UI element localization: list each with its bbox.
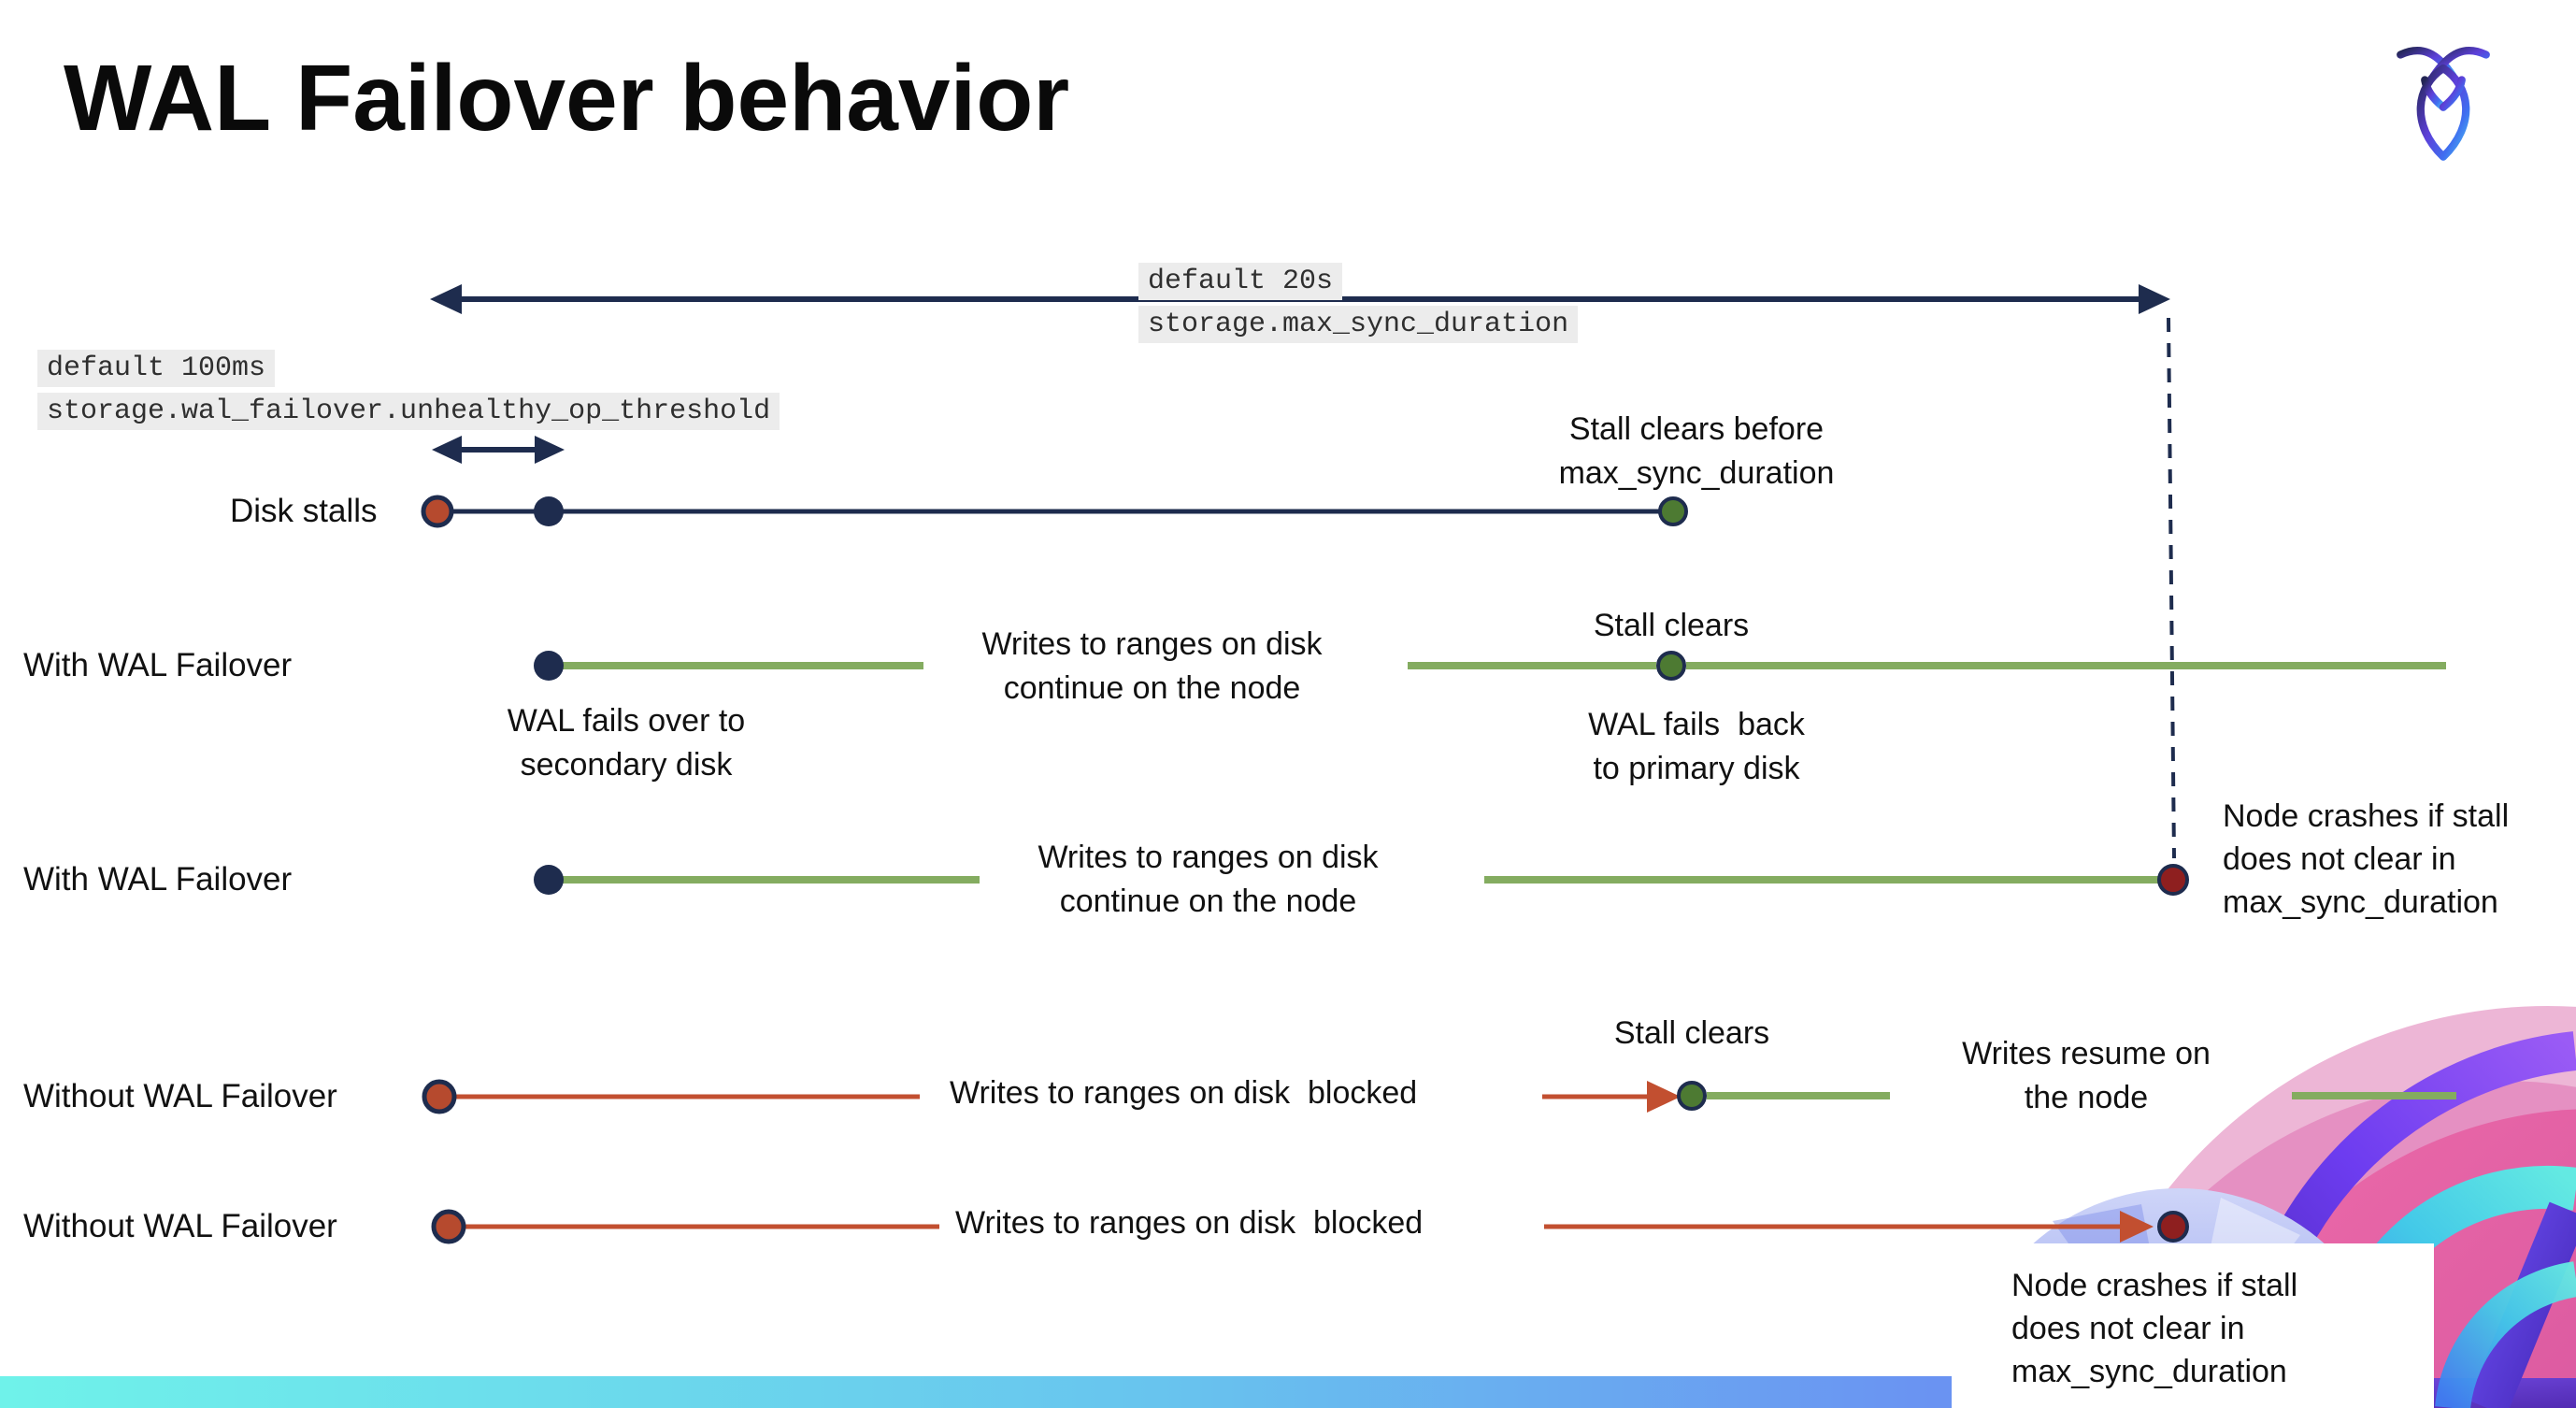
row-label-with-wal-failover-2: With WAL Failover (23, 861, 293, 898)
stall-clears-dot (1656, 651, 1686, 681)
stall-start-dot (422, 1079, 457, 1114)
row-label-without-wal-failover-1: Without WAL Failover (23, 1078, 337, 1114)
failover-dot (534, 865, 564, 895)
stall-clears-dot (1677, 1081, 1707, 1111)
crash-callout-box (1952, 1243, 2434, 1408)
writes-blocked-annotation-1: Writes to ranges on disk blocked (950, 1075, 1418, 1111)
writes-continue-annotation-1: Writes to ranges on disk continue on the… (981, 626, 1323, 706)
node-crashes-annotation-2: Node crashes if stall does not clear in … (2011, 1268, 2298, 1389)
stall-clears-before-annotation: Stall clears before max_sync_duration (1558, 411, 1835, 491)
writes-resume-annotation: Writes resume on the node (1962, 1036, 2211, 1115)
cockroachdb-logo-icon (2397, 47, 2490, 161)
row-disk-stalls (421, 495, 1688, 528)
wal-fails-back-annotation: WAL fails back to primary disk (1588, 707, 1805, 786)
max-sync-deadline-dashed-line (2167, 317, 2176, 859)
writes-blocked-annotation-2: Writes to ranges on disk blocked (955, 1205, 1424, 1241)
max-sync-duration-label: default 20s storage.max_sync_duration (1138, 263, 1579, 349)
row-with-wal-failover-clears (534, 651, 2446, 681)
row-label-disk-stalls: Disk stalls (230, 493, 378, 529)
node-crashes-annotation-1: Node crashes if stall does not clear in … (2223, 798, 2510, 920)
wal-fails-over-annotation: WAL fails over to secondary disk (507, 703, 746, 783)
stall-clears-dot (1658, 496, 1688, 526)
max-sync-setting-text: storage.max_sync_duration (1138, 306, 1579, 343)
threshold-setting-text: storage.wal_failover.unhealthy_op_thresh… (37, 393, 780, 430)
writes-continue-annotation-2: Writes to ranges on disk continue on the… (1038, 840, 1379, 919)
failover-threshold-dot (534, 496, 564, 526)
unhealthy-op-threshold-arrow (432, 436, 565, 464)
stall-start-dot (431, 1209, 466, 1244)
threshold-default-text: default 100ms (37, 350, 276, 387)
failover-dot (534, 651, 564, 681)
max-sync-default-text: default 20s (1138, 263, 1343, 300)
unhealthy-op-threshold-label: default 100ms storage.wal_failover.unhea… (37, 350, 780, 436)
node-crash-dot (2157, 864, 2189, 896)
stall-start-dot (421, 495, 454, 528)
stall-clears-annotation-1: Stall clears (1593, 608, 1750, 643)
page-title: WAL Failover behavior (64, 46, 1070, 151)
stall-clears-annotation-2: Stall clears (1613, 1015, 1770, 1051)
row-label-with-wal-failover-1: With WAL Failover (23, 647, 293, 683)
row-label-without-wal-failover-2: Without WAL Failover (23, 1208, 337, 1244)
